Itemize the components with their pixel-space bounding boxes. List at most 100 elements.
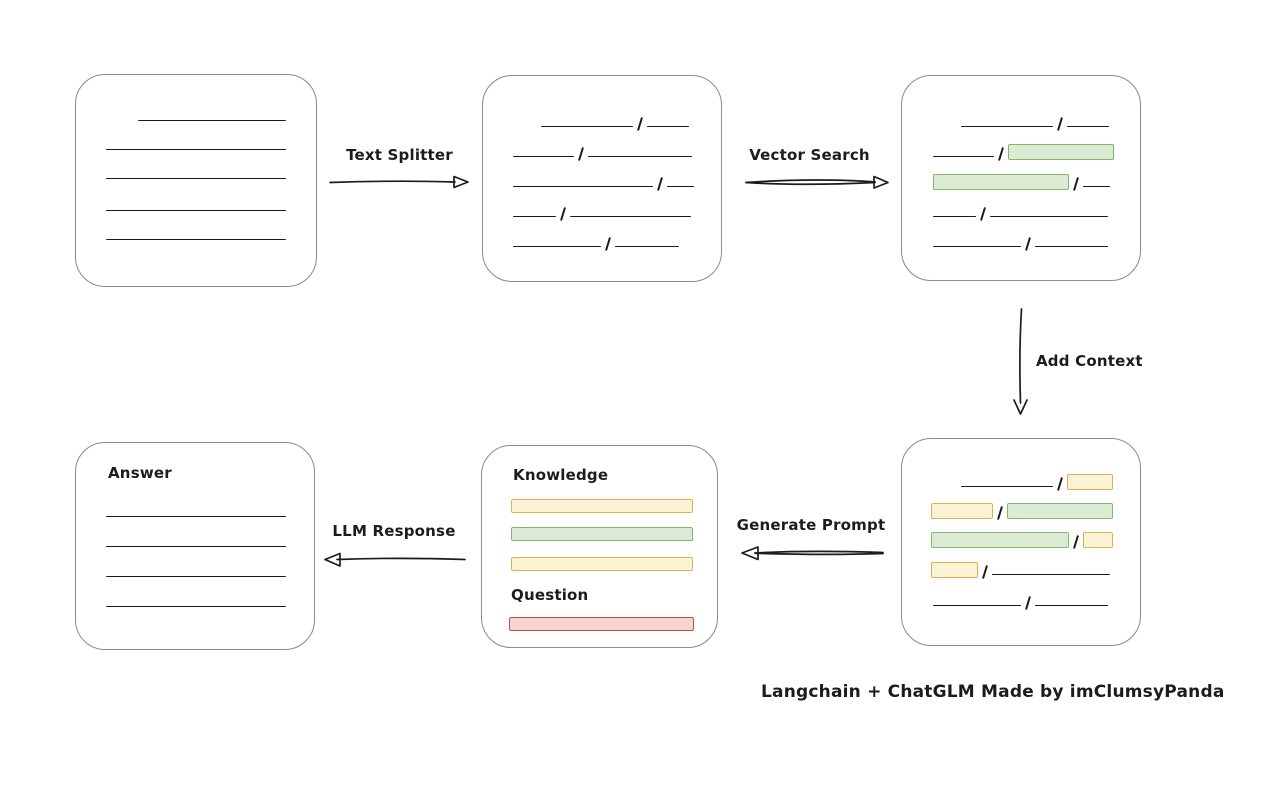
chunk-row bbox=[931, 560, 1110, 579]
yellow-chip bbox=[931, 503, 993, 519]
chunk-row bbox=[106, 164, 286, 180]
chunk-row bbox=[509, 613, 694, 631]
text-line bbox=[138, 120, 286, 121]
text-line bbox=[1067, 126, 1109, 127]
box-prompt: Knowledge Question bbox=[481, 445, 718, 648]
text-line bbox=[106, 178, 286, 179]
text-line bbox=[615, 246, 679, 247]
box-context-chunks bbox=[901, 438, 1141, 646]
chunk-row bbox=[513, 232, 679, 251]
text-line bbox=[106, 239, 286, 240]
slash-separator bbox=[577, 147, 585, 161]
chunk-row bbox=[513, 202, 691, 221]
text-line bbox=[961, 126, 1053, 127]
text-line bbox=[1035, 246, 1108, 247]
text-line bbox=[106, 576, 286, 577]
text-line bbox=[990, 216, 1108, 217]
text-line bbox=[933, 246, 1021, 247]
text-line bbox=[647, 126, 689, 127]
caption: Langchain + ChatGLM Made by imClumsyPand… bbox=[761, 682, 1225, 702]
yellow-chip bbox=[511, 499, 693, 513]
text-line bbox=[667, 186, 694, 187]
yellow-chip bbox=[511, 557, 693, 571]
chunk-row bbox=[138, 106, 286, 122]
box-text-chunks bbox=[482, 75, 722, 282]
box-vector-search-result bbox=[901, 75, 1141, 281]
chunk-row bbox=[513, 142, 692, 161]
chunk-row bbox=[961, 472, 1113, 491]
chunk-row bbox=[106, 225, 286, 241]
slash-separator bbox=[979, 207, 987, 221]
text-line bbox=[961, 486, 1053, 487]
text-line bbox=[933, 216, 976, 217]
text-line bbox=[513, 186, 653, 187]
answer-label: Answer bbox=[108, 464, 172, 482]
chunk-row bbox=[933, 202, 1108, 221]
vector-search-label: Vector Search bbox=[749, 146, 870, 164]
slash-separator bbox=[604, 237, 612, 251]
add-context-label: Add Context bbox=[1036, 352, 1143, 370]
slash-separator bbox=[559, 207, 567, 221]
chunk-row bbox=[933, 172, 1110, 191]
green-chip bbox=[511, 527, 693, 541]
text-line bbox=[1083, 186, 1110, 187]
chunk-row bbox=[106, 532, 286, 548]
box-answer: Answer bbox=[75, 442, 315, 650]
text-line bbox=[1035, 605, 1108, 606]
slash-separator bbox=[1056, 117, 1064, 131]
chunk-row bbox=[106, 135, 286, 151]
text-line bbox=[513, 246, 601, 247]
text-line bbox=[106, 516, 286, 517]
text-line bbox=[933, 156, 994, 157]
red-chip bbox=[509, 617, 694, 631]
llm-response-arrow bbox=[324, 552, 466, 567]
green-chip bbox=[1008, 144, 1114, 160]
knowledge-label: Knowledge bbox=[513, 466, 609, 484]
chunk-row bbox=[106, 196, 286, 212]
text-line bbox=[106, 149, 286, 150]
slash-separator bbox=[996, 506, 1004, 520]
green-chip bbox=[931, 532, 1069, 548]
green-chip bbox=[933, 174, 1069, 190]
yellow-chip bbox=[931, 562, 978, 578]
generate-prompt-label: Generate Prompt bbox=[736, 516, 886, 534]
chunk-row bbox=[106, 562, 286, 578]
slash-separator bbox=[1024, 596, 1032, 610]
chunk-row bbox=[931, 530, 1113, 549]
chunk-row bbox=[511, 495, 693, 513]
slash-separator bbox=[1072, 535, 1080, 549]
text-line bbox=[106, 546, 286, 547]
chunk-row bbox=[961, 112, 1109, 131]
chunk-row bbox=[933, 142, 1114, 161]
slash-separator bbox=[1072, 177, 1080, 191]
text-line bbox=[513, 156, 574, 157]
chunk-row bbox=[541, 112, 689, 131]
chunk-row bbox=[513, 172, 694, 191]
text-line bbox=[106, 606, 286, 607]
text-line bbox=[570, 216, 691, 217]
text-line bbox=[992, 574, 1110, 575]
question-label: Question bbox=[511, 586, 589, 604]
slash-separator bbox=[636, 117, 644, 131]
generate-prompt-arrow bbox=[741, 546, 884, 561]
text-line bbox=[513, 216, 556, 217]
text-line bbox=[541, 126, 633, 127]
text-line bbox=[588, 156, 692, 157]
vector-search-arrow bbox=[745, 175, 889, 189]
green-chip bbox=[1007, 503, 1113, 519]
slash-separator bbox=[1056, 477, 1064, 491]
chunk-row bbox=[933, 232, 1108, 251]
slash-separator bbox=[981, 565, 989, 579]
chunk-row bbox=[933, 591, 1108, 610]
slash-separator bbox=[656, 177, 664, 191]
text-splitter-label: Text Splitter bbox=[346, 146, 453, 164]
llm-response-label: LLM Response bbox=[332, 522, 456, 540]
yellow-chip bbox=[1067, 474, 1113, 490]
text-line bbox=[933, 605, 1021, 606]
box-source-document bbox=[75, 74, 317, 287]
chunk-row bbox=[106, 502, 286, 518]
text-line bbox=[106, 210, 286, 211]
yellow-chip bbox=[1083, 532, 1113, 548]
chunk-row bbox=[511, 523, 693, 541]
